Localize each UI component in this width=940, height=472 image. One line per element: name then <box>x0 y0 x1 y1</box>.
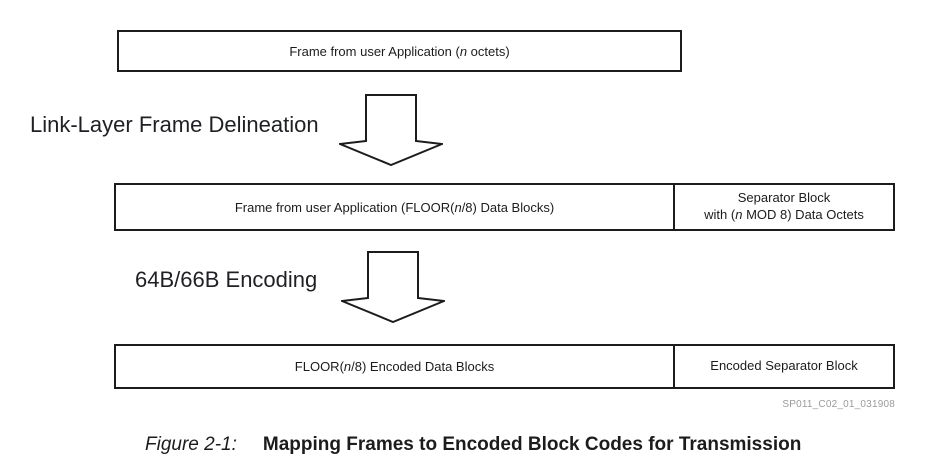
variable-n: n <box>459 43 468 59</box>
encoded-frame-row: FLOOR(n/8) Encoded Data Blocks Encoded S… <box>114 344 895 389</box>
text-segment: /8) Data Blocks) <box>461 199 555 215</box>
encoded-separator-text: Encoded Separator Block <box>710 358 858 374</box>
variable-n: n <box>454 199 462 215</box>
text-segment: octets) <box>467 43 510 59</box>
separator-block-line1: Separator Block <box>737 190 831 206</box>
text-segment: MOD 8) Data Octets <box>742 207 864 222</box>
figure-caption-label: Figure 2-1: <box>145 434 237 455</box>
delineated-frame-row: Frame from user Application (FLOOR(n/8) … <box>114 183 895 231</box>
frame-data-blocks-cell: Frame from user Application (FLOOR(n/8) … <box>116 185 675 229</box>
figure-reference-code: SP011_C02_01_031908 <box>782 399 895 410</box>
figure-caption: Figure 2-1: Mapping Frames to Encoded Blo… <box>145 434 801 456</box>
text-segment: FLOOR( <box>294 359 344 374</box>
text-segment: Frame from user Application ( <box>289 43 460 59</box>
text-segment: with ( <box>704 207 736 222</box>
frame-user-application-text: Frame from user Application (n octets) <box>289 44 509 59</box>
encoding-64b66b-label: 64B/66B Encoding <box>135 267 318 292</box>
down-arrow-icon <box>341 251 445 323</box>
separator-block-line2: with (n MOD 8) Data Octets <box>704 207 864 224</box>
variable-n: n <box>343 359 352 374</box>
encoded-data-blocks-cell: FLOOR(n/8) Encoded Data Blocks <box>116 346 675 387</box>
encoded-data-blocks-text: FLOOR(n/8) Encoded Data Blocks <box>295 359 494 374</box>
figure-caption-title: Mapping Frames to Encoded Block Codes fo… <box>262 434 802 455</box>
link-layer-frame-delineation-label: Link-Layer Frame Delineation <box>30 112 319 137</box>
text-segment: Frame from user Application (FLOOR( <box>234 199 455 215</box>
frame-data-blocks-text: Frame from user Application (FLOOR(n/8) … <box>235 200 554 215</box>
variable-n: n <box>735 207 743 222</box>
down-arrow-icon <box>339 94 443 166</box>
text-segment: /8) Encoded Data Blocks <box>351 359 495 374</box>
encoded-separator-cell: Encoded Separator Block <box>675 346 893 387</box>
frame-user-application-box: Frame from user Application (n octets) <box>117 30 682 72</box>
separator-block-cell: Separator Block with (n MOD 8) Data Octe… <box>675 185 893 229</box>
